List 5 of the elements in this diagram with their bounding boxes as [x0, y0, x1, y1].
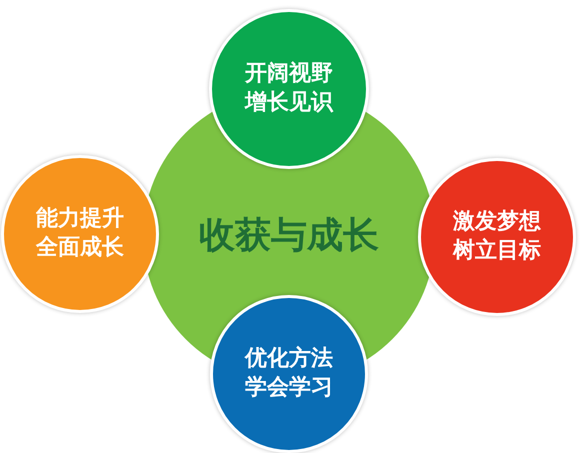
node-text: 优化方法学会学习	[243, 345, 334, 402]
node-text: 能力提升全面成长	[34, 205, 125, 262]
node-text: 激发梦想树立目标	[452, 208, 542, 265]
node-text: 开阔视野增长见识	[243, 60, 334, 117]
node-text: 收获与成长	[198, 214, 380, 258]
